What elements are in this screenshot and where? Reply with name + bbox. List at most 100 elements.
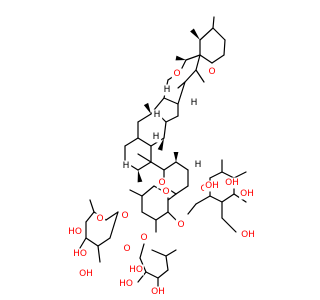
atom-label-background xyxy=(161,84,173,96)
atom-oh-rha2-a: HO xyxy=(129,265,143,275)
bond-line xyxy=(167,193,177,201)
atom-h-c3: H xyxy=(195,160,202,170)
bond-line xyxy=(185,54,201,61)
bond-line xyxy=(137,271,147,283)
bond-line xyxy=(165,255,169,271)
bond-line xyxy=(199,54,213,64)
bond-line xyxy=(223,39,226,56)
atom-label-background xyxy=(138,232,150,244)
wedge-bond xyxy=(137,170,143,183)
atom-o-glc-link: O xyxy=(177,220,184,230)
bond-line xyxy=(211,54,225,64)
bond-line xyxy=(137,113,152,123)
bond-line xyxy=(109,211,119,239)
bond-line xyxy=(167,211,177,221)
atom-label-layer: O O H H H H H H O O OH OH OH OH O O O O … xyxy=(67,66,256,298)
bond-line xyxy=(199,27,214,41)
bond-layer xyxy=(79,16,247,289)
bond-line xyxy=(141,185,155,197)
bond-line xyxy=(165,249,177,257)
bond-line xyxy=(89,199,95,213)
bond-line xyxy=(124,137,139,147)
atom-label-background xyxy=(150,131,162,143)
bond-line xyxy=(195,69,205,83)
wedge-bond xyxy=(143,102,151,114)
bond-line xyxy=(163,121,167,139)
bond-line xyxy=(97,237,111,247)
atom-label-background xyxy=(175,219,187,231)
bond-line xyxy=(195,195,211,205)
atom-label-background xyxy=(206,66,218,78)
bond-line xyxy=(221,217,237,233)
atom-label-background xyxy=(204,180,220,192)
atom-label-background xyxy=(224,177,240,189)
atom-label-background xyxy=(128,264,144,276)
atom-label-background xyxy=(72,248,88,260)
bond-line xyxy=(165,115,179,123)
bond-line xyxy=(137,161,152,171)
atom-h-c17: H xyxy=(191,98,198,108)
bond-line xyxy=(85,211,95,223)
bond-line xyxy=(150,161,165,171)
bond-line xyxy=(209,195,223,203)
bond-line xyxy=(175,161,189,171)
atom-oh-rha2-b: HO xyxy=(119,279,133,289)
bond-line xyxy=(79,237,87,249)
bond-line xyxy=(184,69,197,83)
wedge-bond xyxy=(175,55,186,61)
bond-line xyxy=(153,97,165,111)
atom-o-rha1-link: O xyxy=(121,211,128,221)
atom-o-rha1-ring: O xyxy=(96,214,103,224)
atom-oh-glc-6: OH xyxy=(241,230,255,240)
atom-label-background xyxy=(120,160,132,172)
bond-line xyxy=(177,81,186,105)
bond-line xyxy=(195,54,201,71)
bond-line xyxy=(177,81,186,89)
atom-label-background xyxy=(150,286,166,298)
atom-o-c3-ether: O xyxy=(158,178,165,188)
atom-h-c8: H xyxy=(153,132,160,142)
atom-o-rha2-ring: O xyxy=(123,244,130,254)
wedge-bond xyxy=(190,28,200,40)
atom-oh-glc-3b: OH xyxy=(240,189,254,199)
atom-label-background xyxy=(119,210,131,222)
bond-line xyxy=(221,193,235,203)
bond-line xyxy=(105,211,119,221)
wedge-bond xyxy=(173,152,179,162)
bond-line xyxy=(233,171,247,179)
atom-o-inner-ring: O xyxy=(162,187,169,197)
atom-label-background xyxy=(198,183,210,195)
atom-label-background xyxy=(192,159,204,171)
bond-line xyxy=(155,211,169,221)
stereo-bond-layer xyxy=(137,28,200,183)
bond-line xyxy=(97,245,101,263)
atom-o-glc-ring: O xyxy=(200,184,207,194)
bond-line xyxy=(139,243,145,259)
bond-line xyxy=(212,27,226,41)
bond-line xyxy=(129,189,143,197)
atom-label-background xyxy=(78,268,94,280)
atom-oh-rha1-b: HO xyxy=(73,249,87,259)
bond-line xyxy=(157,269,169,279)
atom-oh-rha1-c: OH xyxy=(79,269,93,279)
atom-label-background xyxy=(151,109,163,121)
bond-line xyxy=(175,185,189,195)
atom-label-background xyxy=(67,226,83,238)
chemical-structure-diagram: O O H H H H H H O O OH OH OH OH O O O O … xyxy=(67,16,256,298)
bond-line xyxy=(163,161,177,171)
bond-line xyxy=(137,137,152,147)
atom-oh-rha2-c: OH xyxy=(151,287,165,297)
atom-label-background xyxy=(239,188,255,200)
atom-label-background xyxy=(240,229,256,241)
atom-oh-rha1-a: HO xyxy=(68,227,82,237)
atom-o-furan: O xyxy=(173,69,180,79)
bond-line xyxy=(187,203,197,215)
bond-line xyxy=(141,211,157,221)
bond-line xyxy=(137,153,152,163)
atom-h-c16: H xyxy=(154,110,161,120)
atom-h-c20: H xyxy=(164,85,171,95)
wedge-bond xyxy=(157,138,164,151)
bond-line xyxy=(151,249,167,257)
bond-line xyxy=(209,171,223,179)
atom-label-background xyxy=(160,186,172,198)
